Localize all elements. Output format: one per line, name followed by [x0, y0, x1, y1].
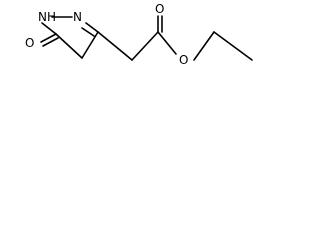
bond-c3-side-ch2 — [97, 31, 133, 61]
atom-label-nh: NH — [38, 10, 56, 24]
bond-ethyl — [213, 31, 253, 61]
bond-co-nh — [41, 22, 57, 35]
bond-ester-o-ch2 — [193, 31, 215, 61]
bond-keto-co-a — [40, 33, 57, 43]
atom-label-carbonyl-o: O — [155, 2, 164, 16]
bond-keto-co-b — [42, 37, 59, 47]
bond-carbonyl-ester-o — [157, 31, 177, 55]
bond-n-c3-single — [85, 22, 99, 33]
bond-c3-ch2 — [81, 31, 99, 59]
atom-label-ester-o: O — [179, 53, 188, 67]
bond-ch2-co — [55, 33, 83, 59]
atom-label-keto-o: O — [25, 36, 34, 50]
chemical-structure-diagram: NH N O O O — [25, 2, 253, 67]
bond-n-c3-double — [81, 27, 95, 37]
bond-side-ch2-carbonyl — [131, 31, 159, 61]
atom-label-n: N — [73, 10, 82, 24]
